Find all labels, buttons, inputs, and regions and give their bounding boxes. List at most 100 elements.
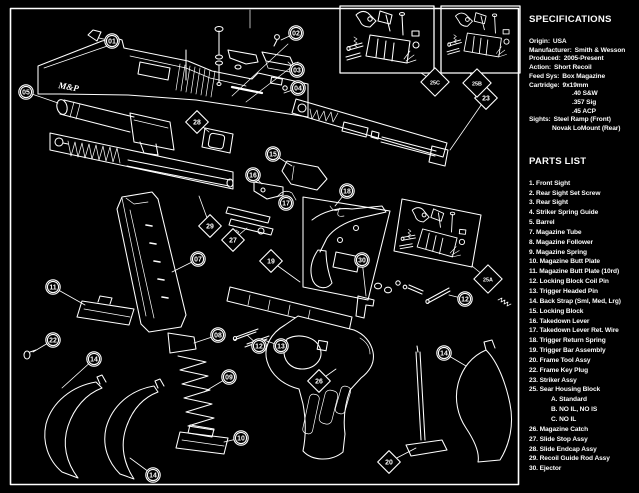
slide-part: M&P xyxy=(37,29,309,118)
callout-17: 17 xyxy=(278,195,294,211)
svg-text:17: 17 xyxy=(282,200,290,207)
callout-10: 10 xyxy=(233,430,249,446)
callout-05: 05 xyxy=(18,84,34,100)
exploded-view-diagram: M&P xyxy=(9,5,521,486)
sear-housing-box xyxy=(393,198,482,268)
back-strap-left-parts xyxy=(44,374,165,480)
spec-row: Cartridge:9x19mm xyxy=(529,81,589,89)
svg-text:15: 15 xyxy=(269,151,277,158)
callout-25A: 25A xyxy=(473,264,503,294)
part-item: 11. Magazine Butt Plate (10rd) xyxy=(529,268,620,276)
striker-top-parts xyxy=(185,9,259,87)
trigger-return-spring-part xyxy=(329,205,345,217)
front-sight-part xyxy=(87,29,102,42)
callout-20: 20 xyxy=(377,450,401,474)
callout-11: 11 xyxy=(45,279,61,295)
part-item: 17. Takedown Lever Ret. Wire xyxy=(529,327,619,335)
magazine-follower-part xyxy=(167,332,197,354)
spec-row: Action:Short Recoil xyxy=(529,64,592,72)
callout-25B: 25B xyxy=(462,68,492,98)
parts-list-title: PARTS LIST xyxy=(529,155,587,167)
spec-row: Sights:Steel Ramp (Front) xyxy=(529,116,611,124)
svg-text:08: 08 xyxy=(214,332,222,339)
part-item: 9. Magazine Spring xyxy=(529,248,587,256)
part-item: B. NO IL, NO IS xyxy=(551,406,598,414)
callout-07: 07 xyxy=(190,251,206,267)
svg-text:07: 07 xyxy=(194,256,202,263)
callout-28: 28 xyxy=(185,110,209,134)
part-item: 16. Takedown Lever xyxy=(529,317,590,325)
svg-text:23: 23 xyxy=(482,95,490,102)
callout-08: 08 xyxy=(210,327,226,343)
svg-text:27: 27 xyxy=(229,237,237,244)
spec-row: Origin:USA xyxy=(529,38,567,45)
part-item: 25. Sear Housing Block xyxy=(529,386,601,394)
trigger-group-box xyxy=(302,196,391,301)
part-item: 23. Striker Assy xyxy=(529,376,577,384)
svg-text:04: 04 xyxy=(294,85,302,92)
part-item: 5. Barrel xyxy=(529,219,555,227)
inset-box-25C xyxy=(339,5,435,74)
callout-29: 29 xyxy=(198,214,222,238)
parts-rows: 1. Front Sight 2. Rear Sight Set Screw 3. … xyxy=(529,179,635,474)
svg-text:10: 10 xyxy=(237,435,245,442)
rear-sight-parts xyxy=(231,34,299,103)
spec-row: .40 S&W xyxy=(572,90,598,98)
svg-text:22: 22 xyxy=(49,337,57,344)
spec-row: .357 Sig xyxy=(572,98,597,106)
svg-text:05: 05 xyxy=(22,89,30,96)
svg-text:01: 01 xyxy=(108,38,116,45)
callout-01: 01 xyxy=(104,33,120,49)
back-strap-right-part xyxy=(455,339,513,463)
recoil-assembly xyxy=(49,132,234,190)
slide-stop-part xyxy=(225,206,274,237)
callout-02: 02 xyxy=(288,25,304,41)
part-item: 15. Locking Block xyxy=(529,307,584,315)
svg-text:14: 14 xyxy=(149,472,157,479)
callout-16: 16 xyxy=(245,167,261,183)
part-item: 7. Magazine Tube xyxy=(529,228,582,236)
part-item: 27. Slide Stop Assy xyxy=(529,435,588,443)
slide-marking: M&P xyxy=(57,80,80,94)
specs-title: SPECIFICATIONS xyxy=(529,14,612,25)
part-item: 26. Magazine Catch xyxy=(529,425,589,433)
callout-14: 14 xyxy=(86,351,102,367)
svg-text:18: 18 xyxy=(343,188,351,195)
svg-text:29: 29 xyxy=(206,223,214,230)
svg-text:28: 28 xyxy=(193,119,201,126)
diagram-border xyxy=(9,7,520,486)
svg-text:20: 20 xyxy=(385,459,393,466)
svg-text:12: 12 xyxy=(255,343,263,350)
part-item: 30. Ejector xyxy=(529,465,562,473)
ejector-parts xyxy=(355,280,424,319)
magazine-butt-plate-10rd-part xyxy=(76,295,135,326)
spec-row: Produced:2005-Present xyxy=(529,55,604,63)
callout-leader-line xyxy=(449,97,487,151)
part-item: 13. Trigger Headed Pin xyxy=(529,288,598,296)
callout-26: 26 xyxy=(307,369,331,393)
svg-text:16: 16 xyxy=(249,172,257,179)
magazine-spring-part xyxy=(177,355,215,431)
svg-text:19: 19 xyxy=(267,258,275,265)
spec-row: .45 ACP xyxy=(572,107,596,115)
part-item: C. NO IL xyxy=(551,415,577,423)
part-item: 19. Trigger Bar Assembly xyxy=(529,347,606,355)
callout-19: 19 xyxy=(259,249,283,273)
part-item: 12. Locking Block Coil Pin xyxy=(529,278,609,286)
svg-text:25A: 25A xyxy=(483,277,493,283)
svg-text:12: 12 xyxy=(461,296,469,303)
part-item: 14. Back Strap (Sml, Med, Lrg) xyxy=(529,297,621,305)
callout-09: 09 xyxy=(221,369,237,385)
magazine-butt-plate-part xyxy=(175,424,229,455)
part-item: 2. Rear Sight Set Screw xyxy=(529,189,601,197)
part-item: 3. Rear Sight xyxy=(529,199,569,207)
callout-18: 18 xyxy=(339,183,355,199)
part-item: 4. Striker Spring Guide xyxy=(529,209,599,217)
magazine-tube-part xyxy=(116,191,187,333)
part-item: 1. Front Sight xyxy=(529,179,571,187)
callout-25C: 25C xyxy=(420,67,450,97)
callout-13: 13 xyxy=(273,338,289,354)
svg-text:14: 14 xyxy=(90,356,98,363)
part-item: 18. Trigger Return Spring xyxy=(529,337,606,345)
